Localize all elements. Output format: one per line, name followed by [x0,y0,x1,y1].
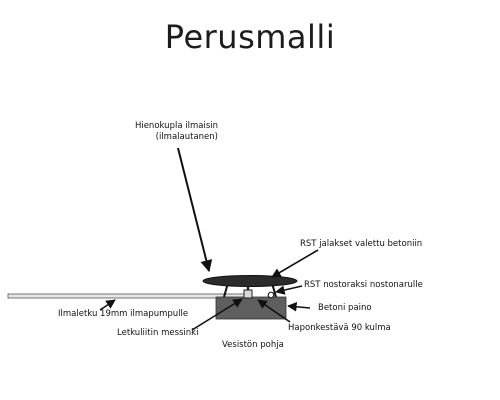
label-bottom: Vesistön pohja [222,340,284,350]
arrow-hose [99,299,116,311]
arrow-acid-elbow [257,299,291,323]
label-diffuser: Hienokupla ilmaisin (ilmalautanen) [135,121,218,143]
rst-lifting-eye [267,291,275,299]
label-diffuser-line1: Hienokupla ilmaisin [134,121,218,131]
page-title: Perusmalli [164,18,336,56]
label-diffuser-line2: (ilmalautanen) [155,132,218,142]
label-acid-elbow: Haponkestävä 90 kulma [288,323,391,333]
label-hose: Ilmaletku 19mm ilmapumpulle [58,309,189,319]
air-hose [7,293,249,299]
arrow-concrete-weight [287,302,311,312]
arrow-diffuser [177,147,213,273]
label-rst-eye: RST nostoraksi nostonarulle [304,280,423,290]
label-brass-fitting: Letkuliitin messinki [117,328,199,338]
arrow-brass-fitting [191,298,243,331]
arrow-rst-eye [275,285,303,295]
arrow-rst-legs [271,249,319,278]
label-concrete-weight: Betoni paino [318,303,372,313]
label-rst-legs: RST jalakset valettu betoniin [300,239,423,249]
brass-fitting [243,289,253,299]
diffuser-disc [202,275,298,287]
